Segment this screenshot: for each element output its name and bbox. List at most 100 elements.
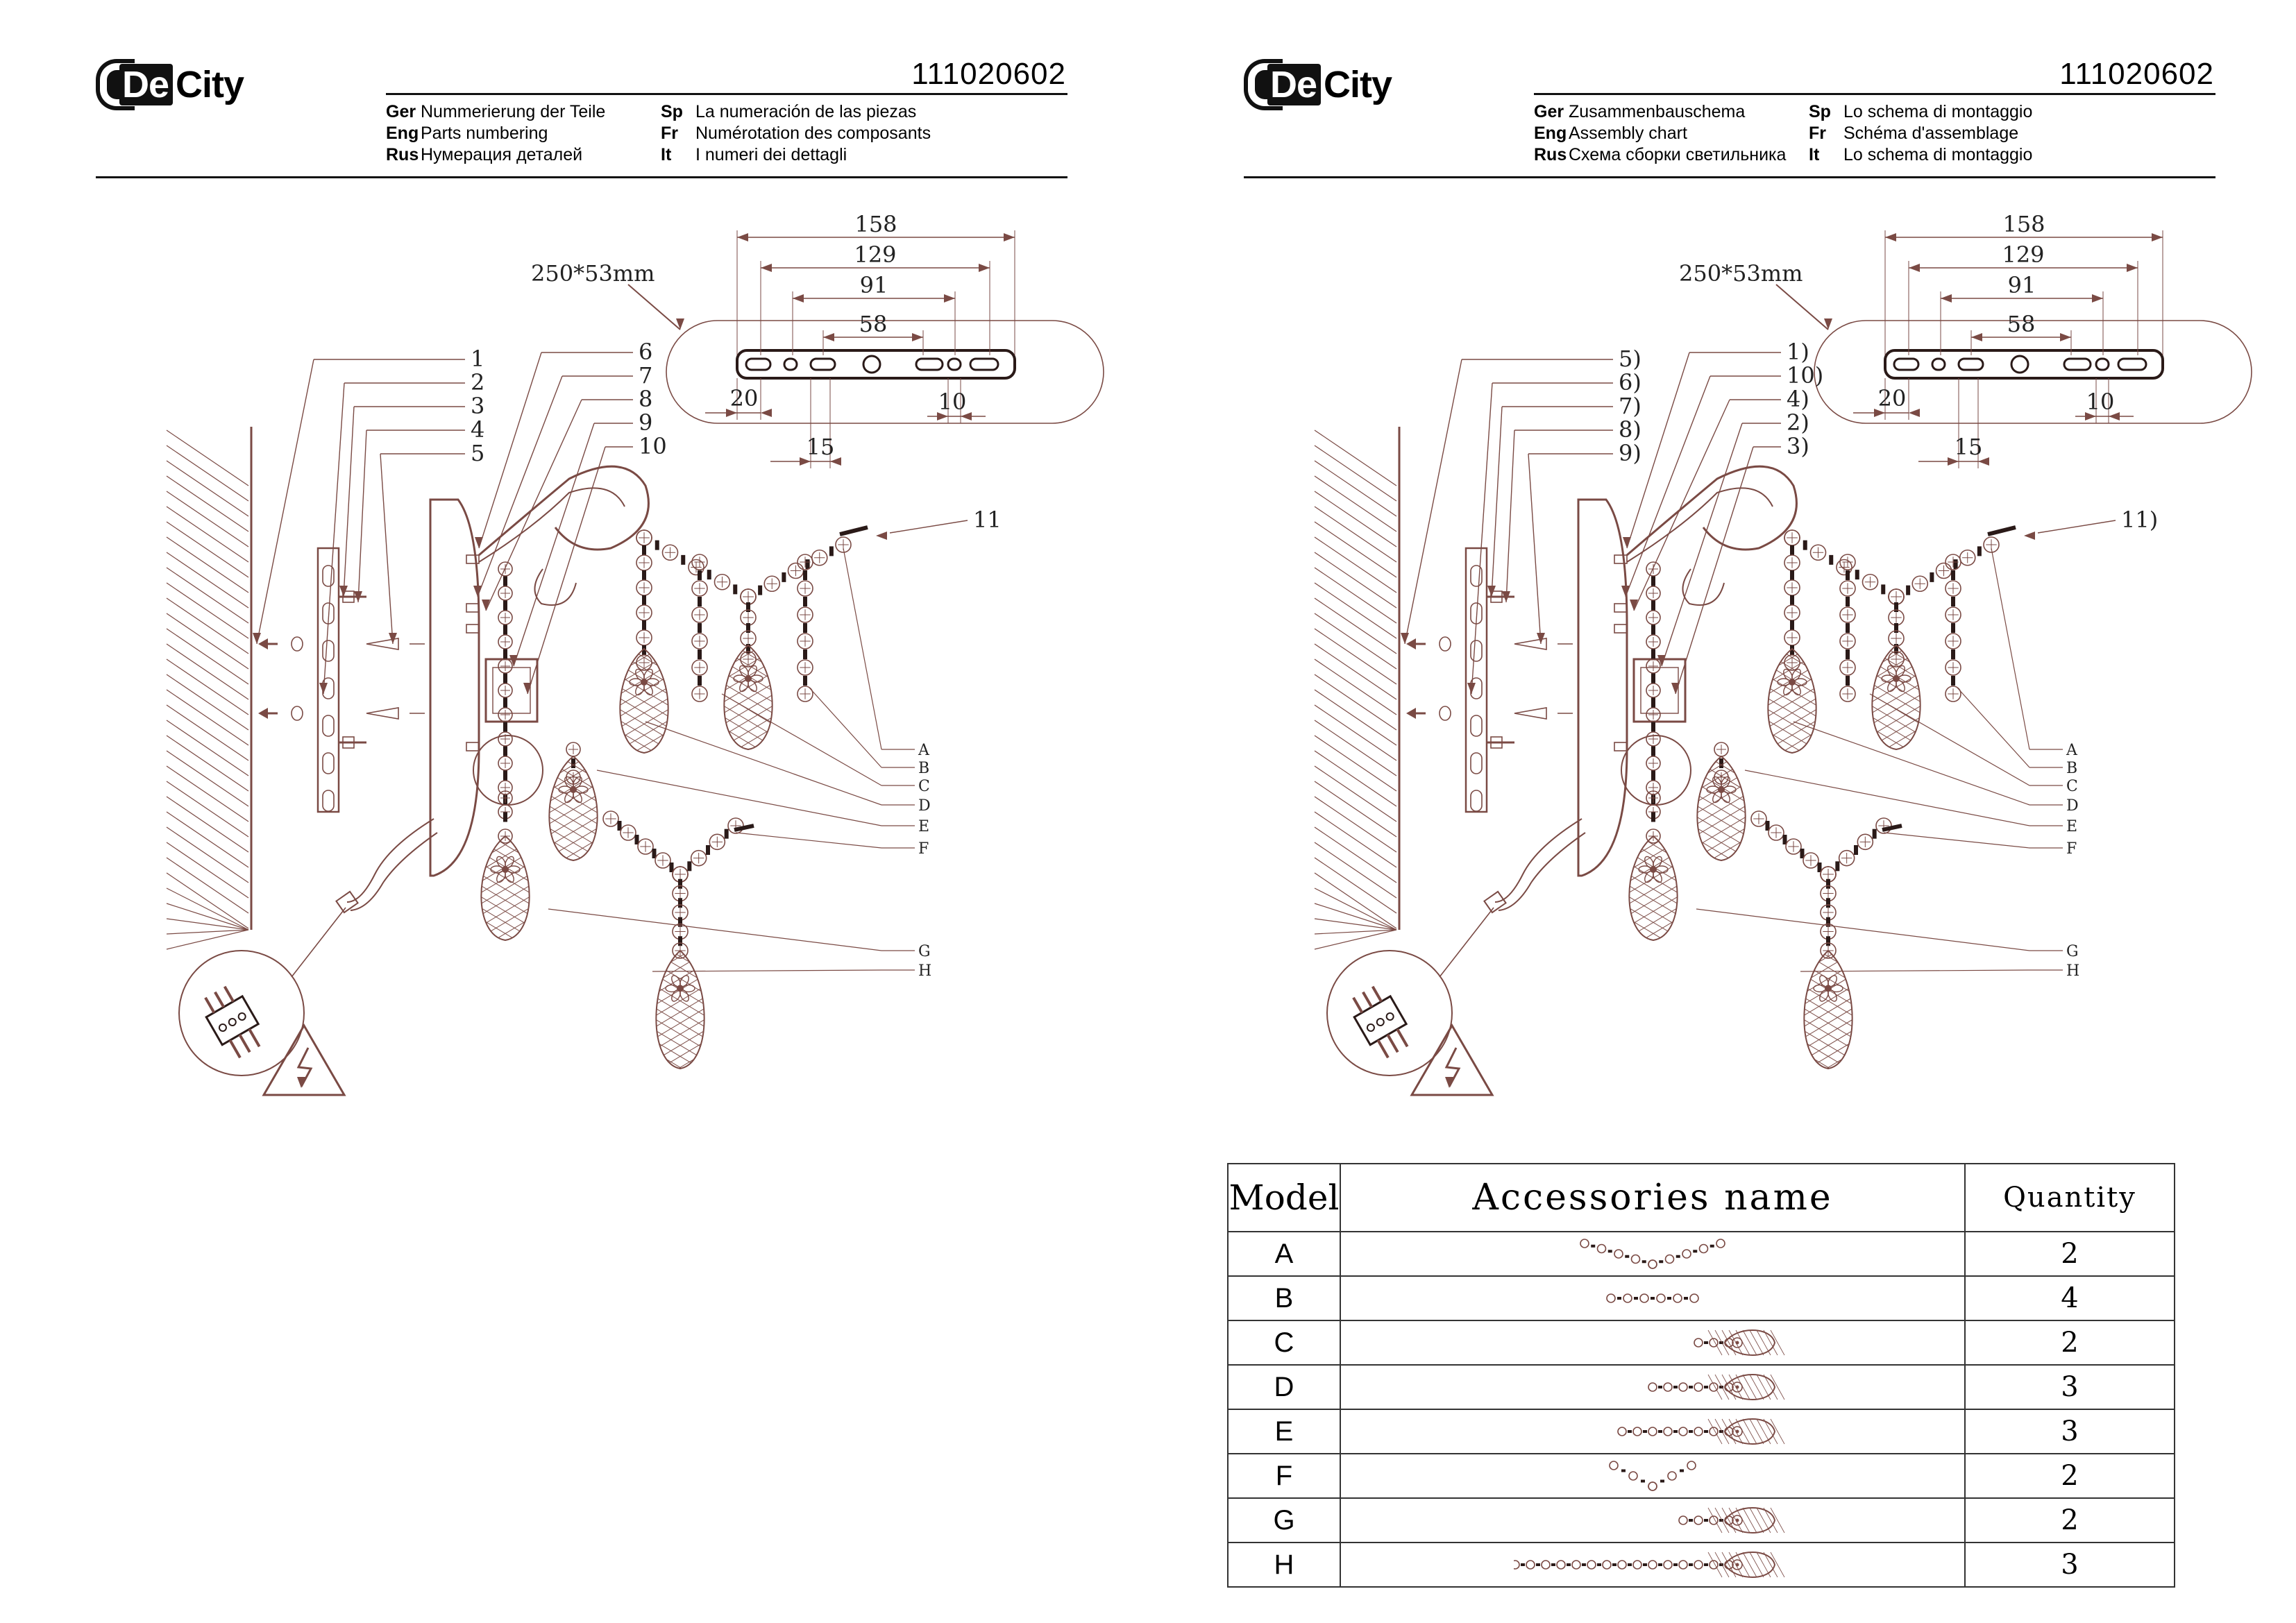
hatch-line (1663, 908, 1780, 978)
wall-hatch-line (1314, 735, 1397, 792)
arrow-head (2092, 294, 2103, 303)
icon-bead (1716, 1239, 1725, 1248)
icon-bead (1663, 1560, 1673, 1570)
hatch-line (622, 1121, 738, 1180)
icon-bead (1687, 1461, 1696, 1470)
header-quantity: Quantity (1964, 1163, 2175, 1232)
hatch-line (1663, 952, 1780, 1022)
icon-hatch (1756, 1329, 1771, 1356)
arrow-head (876, 532, 887, 540)
hatch-line (656, 1065, 704, 1069)
icon-flower (1732, 1559, 1743, 1570)
letter-leader (808, 686, 882, 768)
chain-pin (678, 898, 682, 908)
crystal-bead (661, 544, 679, 561)
hatch-line (447, 954, 564, 1024)
letter-leader (735, 832, 882, 849)
crystal-bead (1646, 829, 1661, 844)
icon-flower (1732, 1337, 1743, 1348)
chain-pin (1894, 644, 1898, 654)
icon-bead (1526, 1560, 1535, 1570)
icon-bead (1709, 1427, 1719, 1436)
bead-facet (1648, 637, 1658, 647)
hatch-line (549, 756, 598, 801)
drop-outline (1871, 644, 1921, 751)
flower-center (1893, 675, 1900, 682)
logo-mark-icon (1244, 59, 1283, 110)
terminal-screw (218, 1023, 227, 1032)
chain-pin (1977, 546, 1982, 556)
callout-leader (478, 352, 542, 549)
wall-hatch-line (166, 674, 249, 731)
hatch-line (622, 1099, 738, 1169)
hatch-line (447, 1021, 564, 1091)
bead-facet (639, 632, 650, 643)
icon-bead (1678, 1515, 1688, 1525)
bracket-slot (322, 790, 335, 812)
v-chain-icon (1340, 1231, 1966, 1277)
plate-center-hole (2010, 355, 2029, 374)
screw (366, 707, 399, 720)
hatch-line (481, 931, 530, 940)
wall-hatch-line (166, 811, 249, 868)
leader-line (627, 284, 681, 330)
wall-hatch-line (166, 918, 249, 931)
hatch-line (690, 752, 807, 822)
bead-facet (1948, 583, 1959, 594)
icon-flower-center (1735, 1385, 1739, 1389)
dimension-label: 91 (2008, 272, 2036, 298)
bracket-slot (322, 752, 335, 774)
hatch-line (515, 952, 632, 1022)
chain-pin (1826, 936, 1830, 946)
hatch-line (586, 800, 702, 870)
drop-crystal-short-icon (1340, 1320, 1966, 1366)
wall-hatch-line (166, 628, 249, 685)
icon-hatch (1770, 1329, 1785, 1356)
bead-facet (1787, 632, 1798, 643)
power-cable (350, 832, 438, 911)
bead-facet (1648, 793, 1658, 803)
letter-label: F (2066, 840, 2077, 858)
hatch-line (620, 711, 668, 753)
wall-hatch-line (166, 613, 249, 670)
icon-bead (1617, 1560, 1627, 1570)
hatch-line (586, 756, 702, 826)
plate-slot (2095, 357, 2110, 371)
hatch-line (1734, 844, 1850, 915)
hatch-line (1768, 666, 1816, 738)
chain-pin (1651, 770, 1655, 781)
plate-slot (1957, 357, 1984, 371)
icon-bead (1667, 1471, 1677, 1481)
hatch-line (620, 699, 668, 753)
chain-pin (1817, 863, 1822, 872)
canopy-back (1577, 498, 1628, 877)
bead-facet (800, 662, 811, 673)
letter-leader (1956, 686, 2030, 768)
hatch-line (724, 645, 773, 701)
wall-hatch-line (166, 903, 249, 931)
callout-number: 1 (471, 346, 484, 372)
wall-hatch-line (1314, 857, 1397, 914)
hatch-line (481, 931, 530, 940)
chain-pin (571, 758, 575, 768)
chain-pin (1835, 861, 1840, 872)
logo-city: City (176, 64, 244, 105)
bead-facet (694, 556, 705, 568)
hatch-line (1663, 674, 1780, 745)
hatch-line (515, 663, 632, 733)
crystal-bead (1646, 561, 1661, 577)
chain-pin (1719, 758, 1723, 768)
crystal-bead (709, 833, 726, 851)
chain-pin (642, 645, 646, 655)
chain-pin (1651, 576, 1655, 586)
pendant-drop (1663, 674, 1780, 1022)
letter-label: G (2066, 943, 2079, 960)
crystal-bead (620, 824, 636, 841)
hatch-line (1629, 836, 1678, 892)
bead-facet (814, 552, 825, 563)
hatch-line (690, 752, 807, 822)
crystal-bead (498, 829, 513, 844)
